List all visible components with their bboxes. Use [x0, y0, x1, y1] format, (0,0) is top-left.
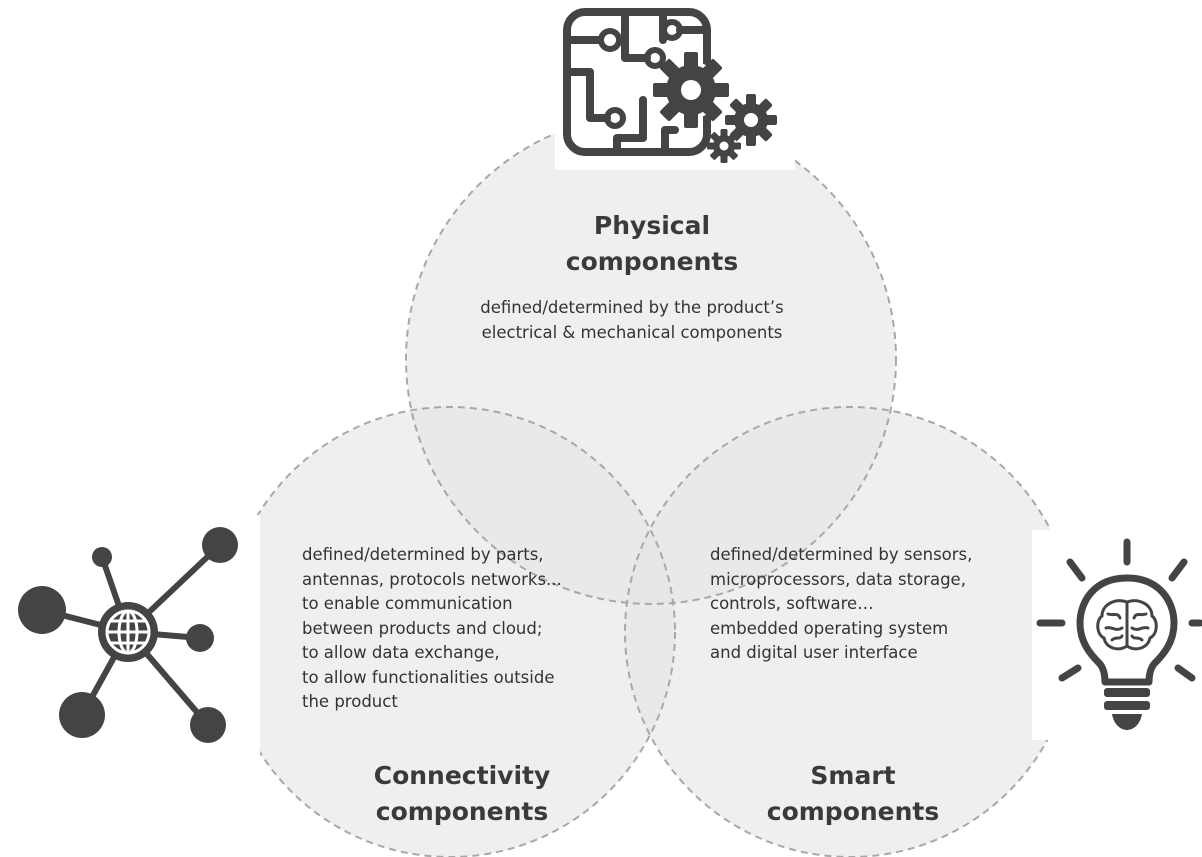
connectivity-desc-line: to allow data exchange,: [302, 643, 500, 662]
connectivity-circle: [225, 407, 675, 857]
smart-title: Smart components: [743, 758, 963, 830]
connectivity-title-line1: Connectivity: [373, 761, 551, 790]
connectivity-desc-line: antennas, protocols networks...: [302, 569, 562, 589]
smart-title-line1: Smart: [810, 761, 896, 790]
connectivity-description: defined/determined by parts, antennas, p…: [302, 543, 622, 715]
connectivity-desc-line: to allow functionalities outside: [302, 667, 555, 687]
network-globe-icon: [10, 515, 260, 755]
smart-desc-line: embedded operating system: [710, 618, 949, 638]
smart-circle: [625, 407, 1075, 857]
smart-title-line2: components: [766, 797, 940, 826]
connectivity-title: Connectivity components: [342, 758, 582, 830]
smart-description: defined/determined by sensors, microproc…: [710, 543, 1040, 666]
physical-title: Physical components: [552, 208, 752, 280]
physical-title-line2: components: [565, 247, 739, 276]
connectivity-desc-line: between products and cloud;: [302, 618, 543, 638]
brain-icon: [1096, 599, 1158, 651]
connectivity-desc-line: to enable communication: [302, 594, 513, 613]
smart-desc-line: controls, software…: [710, 594, 874, 613]
physical-title-line1: Physical: [593, 211, 711, 240]
connectivity-circle-outline: [224, 406, 676, 857]
smart-desc-line: microprocessors, data storage,: [710, 569, 966, 589]
connectivity-desc-line: the product: [302, 692, 398, 711]
connectivity-desc-line: defined/determined by parts,: [302, 545, 544, 564]
globe-icon: [105, 609, 151, 655]
smart-desc-line: defined/determined by sensors,: [710, 545, 973, 564]
connectivity-title-line2: components: [375, 797, 549, 826]
circuit-gears-icon: [555, 0, 795, 170]
physical-desc-line: defined/determined by the product’s: [480, 298, 784, 317]
physical-description: defined/determined by the product’s elec…: [432, 296, 832, 345]
lightbulb-brain-icon: [1032, 530, 1202, 740]
physical-desc-line: electrical & mechanical components: [481, 322, 783, 342]
smart-desc-line: and digital user interface: [710, 643, 918, 662]
